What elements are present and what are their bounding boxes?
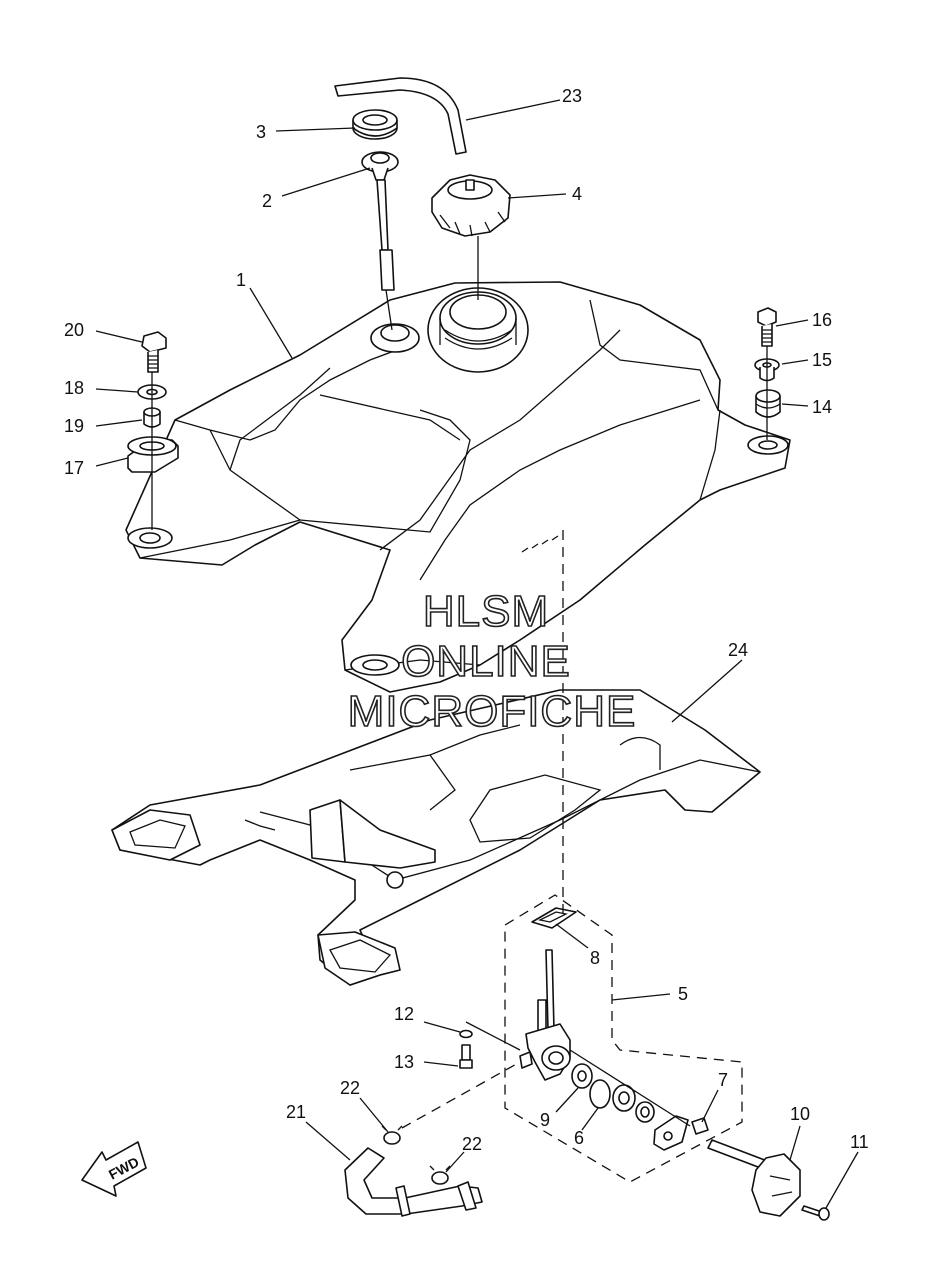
watermark: HLSM ONLINE MICROFICHE <box>347 586 637 737</box>
fuel-tank-cap[interactable] <box>431 174 511 237</box>
callout-5[interactable]: 5 <box>678 984 688 1004</box>
callout-numbers: 1 2 3 4 5 6 7 8 9 10 11 12 13 14 15 16 1… <box>64 86 869 1154</box>
screw-11[interactable] <box>801 1205 830 1221</box>
lever-seal[interactable] <box>612 1084 655 1123</box>
callout-18[interactable]: 18 <box>64 378 84 398</box>
hose-clip-lower[interactable] <box>429 1165 451 1185</box>
fuel-cock-body[interactable] <box>519 949 571 1081</box>
callout-4[interactable]: 4 <box>572 184 582 204</box>
callout-22-upper[interactable]: 22 <box>340 1078 360 1098</box>
damper-14[interactable] <box>755 389 781 418</box>
fuel-cock-assembly-boundary <box>504 894 743 1183</box>
callout-16[interactable]: 16 <box>812 310 832 330</box>
o-ring-6[interactable] <box>589 1079 611 1109</box>
fuel-level-gauge[interactable] <box>361 151 399 291</box>
callout-12[interactable]: 12 <box>394 1004 414 1024</box>
lever-10[interactable] <box>707 1139 801 1217</box>
callout-17[interactable]: 17 <box>64 458 84 478</box>
callout-9[interactable]: 9 <box>540 1110 550 1130</box>
filter-9[interactable] <box>571 1063 593 1089</box>
callout-8[interactable]: 8 <box>590 948 600 968</box>
callout-15[interactable]: 15 <box>812 350 832 370</box>
assembly-lines <box>151 236 768 1129</box>
callout-10[interactable]: 10 <box>790 1104 810 1124</box>
callout-24[interactable]: 24 <box>728 640 748 660</box>
fuel-hose[interactable] <box>344 1147 483 1217</box>
plate-screw-7[interactable] <box>653 1115 709 1151</box>
fuel-tank[interactable] <box>125 281 791 693</box>
tank-under-tray[interactable] <box>111 689 761 986</box>
callout-13[interactable]: 13 <box>394 1052 414 1072</box>
callout-7[interactable]: 7 <box>718 1070 728 1090</box>
watermark-line-1: HLSM <box>423 587 549 636</box>
callout-21[interactable]: 21 <box>286 1102 306 1122</box>
callout-leaders <box>95 99 859 1209</box>
callout-1[interactable]: 1 <box>236 270 246 290</box>
callout-11[interactable]: 11 <box>850 1132 869 1152</box>
callout-19[interactable]: 19 <box>64 416 84 436</box>
callout-3[interactable]: 3 <box>256 122 266 142</box>
gasket-8[interactable] <box>531 907 577 929</box>
washer-12[interactable] <box>459 1029 473 1039</box>
breather-hose[interactable] <box>334 77 467 155</box>
callout-14[interactable]: 14 <box>812 397 832 417</box>
grommet-top[interactable] <box>352 109 398 140</box>
callout-23[interactable]: 23 <box>562 86 582 106</box>
callout-20[interactable]: 20 <box>64 320 84 340</box>
watermark-line-2: ONLINE <box>401 637 571 686</box>
screw-13[interactable] <box>459 1044 473 1069</box>
callout-6[interactable]: 6 <box>574 1128 584 1148</box>
callout-2[interactable]: 2 <box>262 191 272 211</box>
forward-direction-arrow: FWD <box>81 1141 147 1197</box>
watermark-line-3: MICROFICHE <box>348 687 637 736</box>
bolt-20[interactable] <box>141 331 167 373</box>
bolt-16[interactable] <box>757 307 777 347</box>
callout-22-lower[interactable]: 22 <box>462 1134 482 1154</box>
